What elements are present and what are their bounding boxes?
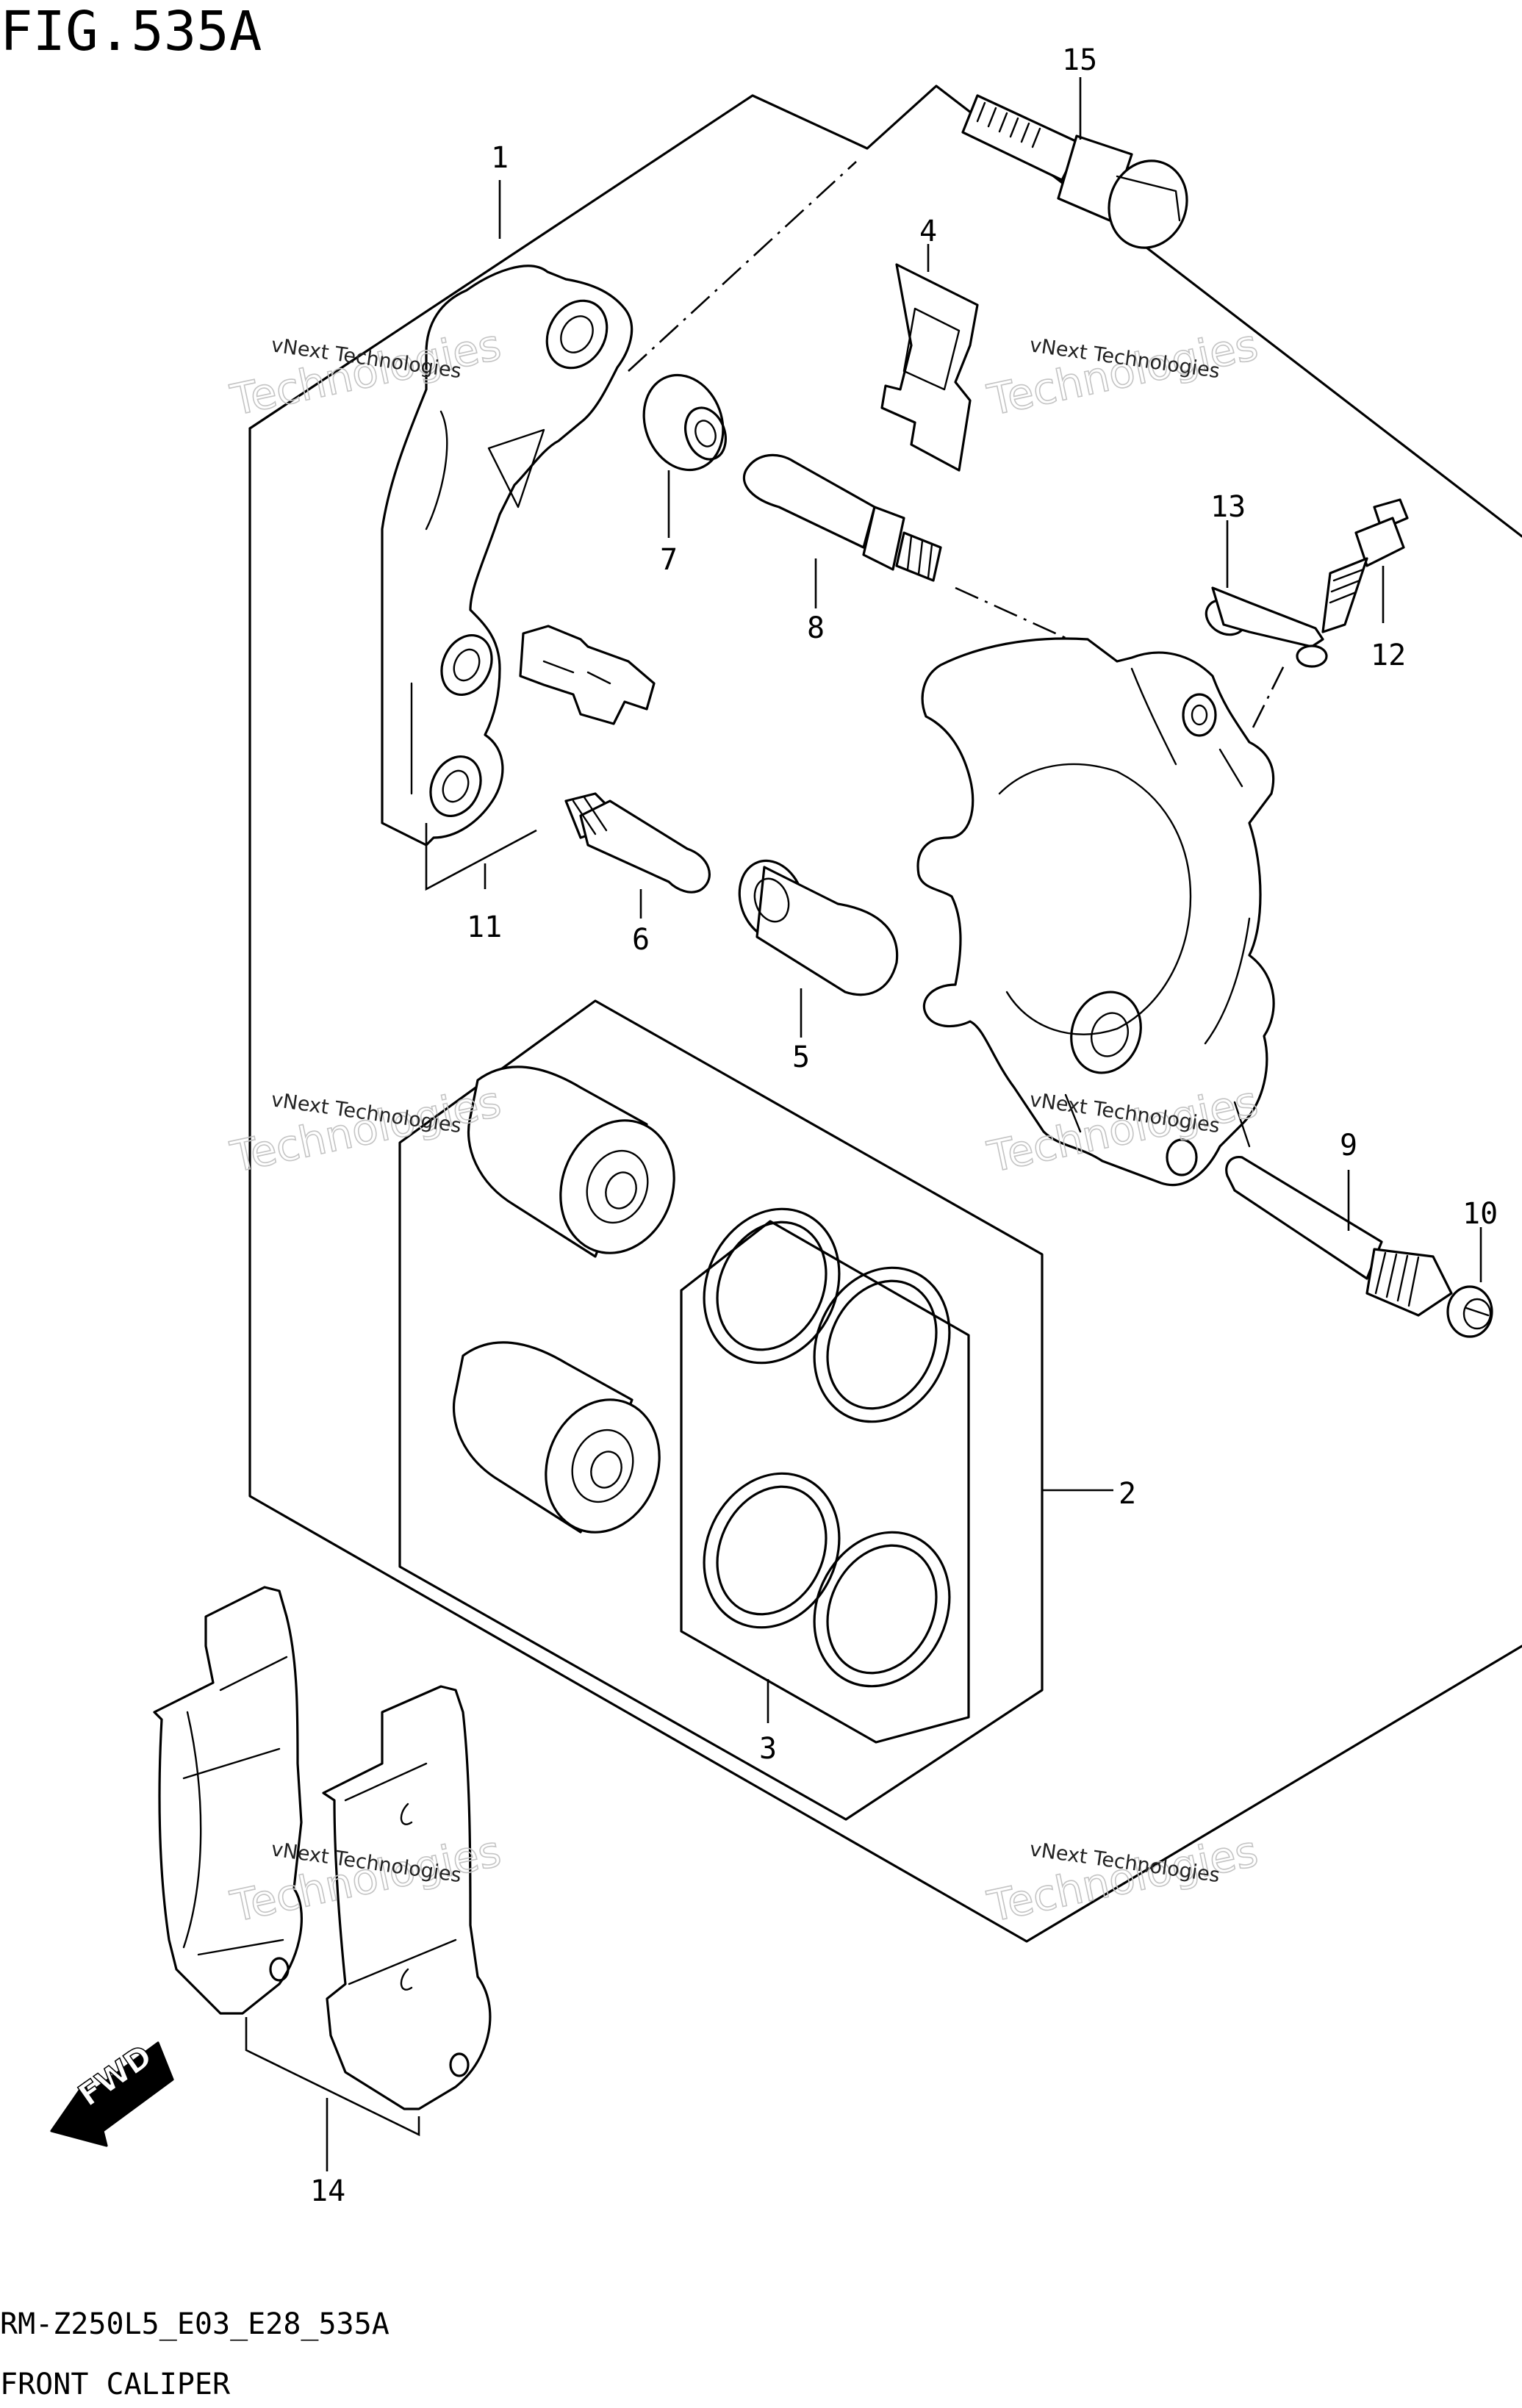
callout-3: 3 (759, 1732, 777, 1766)
alignment-line-upper (628, 161, 857, 372)
fwd-arrow: FWD (50, 2037, 174, 2147)
slide-pin-5-part (738, 859, 899, 996)
watermark-bottom-right: Technologies vNext Technologies (983, 1825, 1263, 1933)
seal-ring-4-part (813, 1531, 951, 1688)
watermark-top-right: Technologies vNext Technologies (983, 319, 1263, 426)
callout-9: 9 (1340, 1129, 1357, 1162)
callout-11: 11 (467, 910, 502, 944)
callout-1: 1 (491, 141, 509, 175)
pad-retainer-part (880, 263, 979, 472)
plug-part (1446, 1285, 1493, 1338)
svg-text:Technologies: Technologies (983, 320, 1263, 425)
footer-name: FRONT CALIPER (0, 2368, 231, 2401)
brake-pad-front-part (322, 1685, 492, 2110)
caliper-bracket-part (381, 265, 633, 847)
bleeder-cap-part (1205, 586, 1328, 668)
boot-part (642, 373, 727, 472)
callout-6: 6 (632, 923, 650, 957)
callout-8: 8 (807, 611, 825, 645)
seal-ring-3-part (703, 1472, 841, 1629)
brake-pad-rear-part (153, 1586, 303, 2015)
callout-4: 4 (919, 215, 937, 248)
caliper-body-part (916, 637, 1275, 1187)
callout-10: 10 (1462, 1197, 1498, 1231)
callout-12: 12 (1371, 639, 1406, 672)
pad-pin-part (1225, 1156, 1453, 1317)
leader-lines (245, 77, 1482, 2171)
slide-pin-6-part (564, 792, 711, 894)
pad-spring-part (519, 625, 656, 725)
seal-ring-1-part (703, 1207, 841, 1365)
callout-7: 7 (660, 543, 678, 577)
callout-14: 14 (310, 2174, 345, 2208)
callout-2: 2 (1119, 1477, 1136, 1511)
seal-kit-frame (680, 1220, 970, 1744)
piston-lower-part (452, 1341, 661, 1534)
svg-text:Technologies: Technologies (226, 1077, 506, 1182)
bleeder-valve-part (1321, 498, 1409, 633)
footer-code: RM-Z250L5_E03_E28_535A (0, 2307, 390, 2341)
alignment-line-bleeder (1252, 661, 1288, 728)
piston-group-frame (398, 999, 1044, 1821)
bolt-15-part (961, 94, 1188, 249)
seal-ring-2-part (813, 1266, 951, 1423)
watermark-mid-left: Technologies vNext Technologies (226, 1076, 506, 1183)
callout-13: 13 (1210, 490, 1246, 524)
assembly-outline-lower (248, 427, 1522, 1943)
svg-text:Technologies: Technologies (983, 1826, 1263, 1932)
figure-title: FIG.535A (0, 0, 262, 63)
piston-upper-part (467, 1065, 675, 1258)
callout-15: 15 (1062, 43, 1097, 77)
callout-5: 5 (792, 1041, 810, 1074)
slide-pin-8-part (742, 453, 942, 582)
